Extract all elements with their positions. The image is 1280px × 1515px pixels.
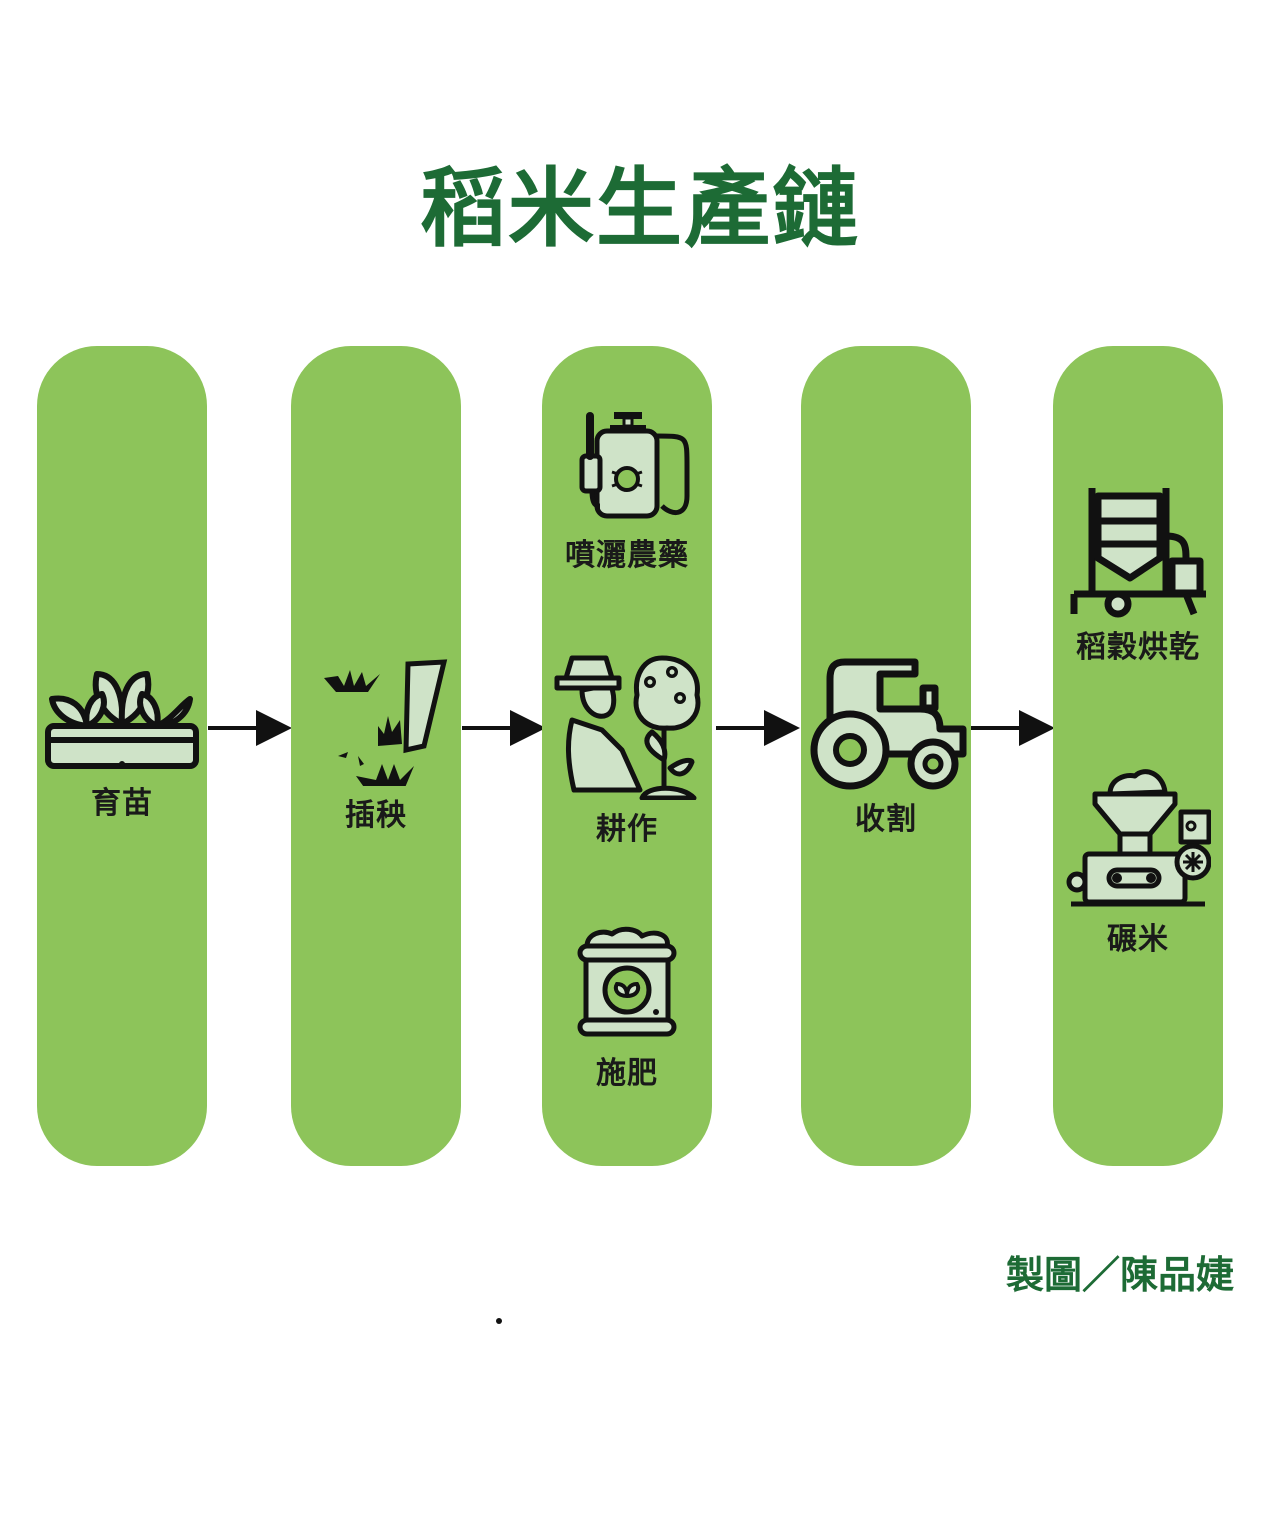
flow-arrow-2 [462,710,546,746]
step-harvest: 收割 [801,654,971,838]
step-label: 施肥 [596,1056,658,1091]
chart-credit: 製圖／陳品婕 [1005,1252,1234,1297]
fertilizer-bag-icon [577,926,677,1037]
step-label: 噴灑農藥 [565,538,689,573]
step-label: 育苗 [91,786,153,821]
step-label: 插秧 [345,798,407,833]
diagram-title: 稻米生產鏈 [420,158,860,259]
stage-column-2: 插秧 [291,346,461,1166]
stage-column-1: 育苗 [37,346,207,1166]
step-label: 收割 [855,802,917,837]
tractor-icon [810,658,967,790]
step-farming: 耕作 [542,650,712,848]
stage-column-5: 稻穀烘乾 碾米 [1053,346,1223,1166]
step-pesticide: 噴灑農藥 [542,406,712,574]
step-transplant: 插秧 [291,656,461,834]
flow-arrow-1 [208,710,292,746]
step-drying: 稻穀烘乾 [1053,486,1223,666]
step-seedling: 育苗 [37,664,207,822]
stage-column-4: 收割 [801,346,971,1166]
pesticide-sprayer-icon [579,412,690,519]
rice-mill-icon [1066,769,1211,907]
step-label: 耕作 [596,812,658,847]
stage-column-3: 噴灑農藥 耕作 [542,346,712,1166]
step-fertilizer: 施肥 [542,924,712,1092]
stray-dot [496,1318,502,1324]
seedling-tray-icon [45,671,199,769]
step-label: 稻穀烘乾 [1076,630,1200,665]
transplant-shovel-icon [324,659,448,786]
step-milling: 碾米 [1053,764,1223,958]
flow-arrow-3 [716,710,800,746]
grain-dryer-icon [1070,488,1206,618]
flow-arrow-4 [971,710,1055,746]
farmer-planting-icon [554,655,701,800]
step-label: 碾米 [1107,922,1169,957]
